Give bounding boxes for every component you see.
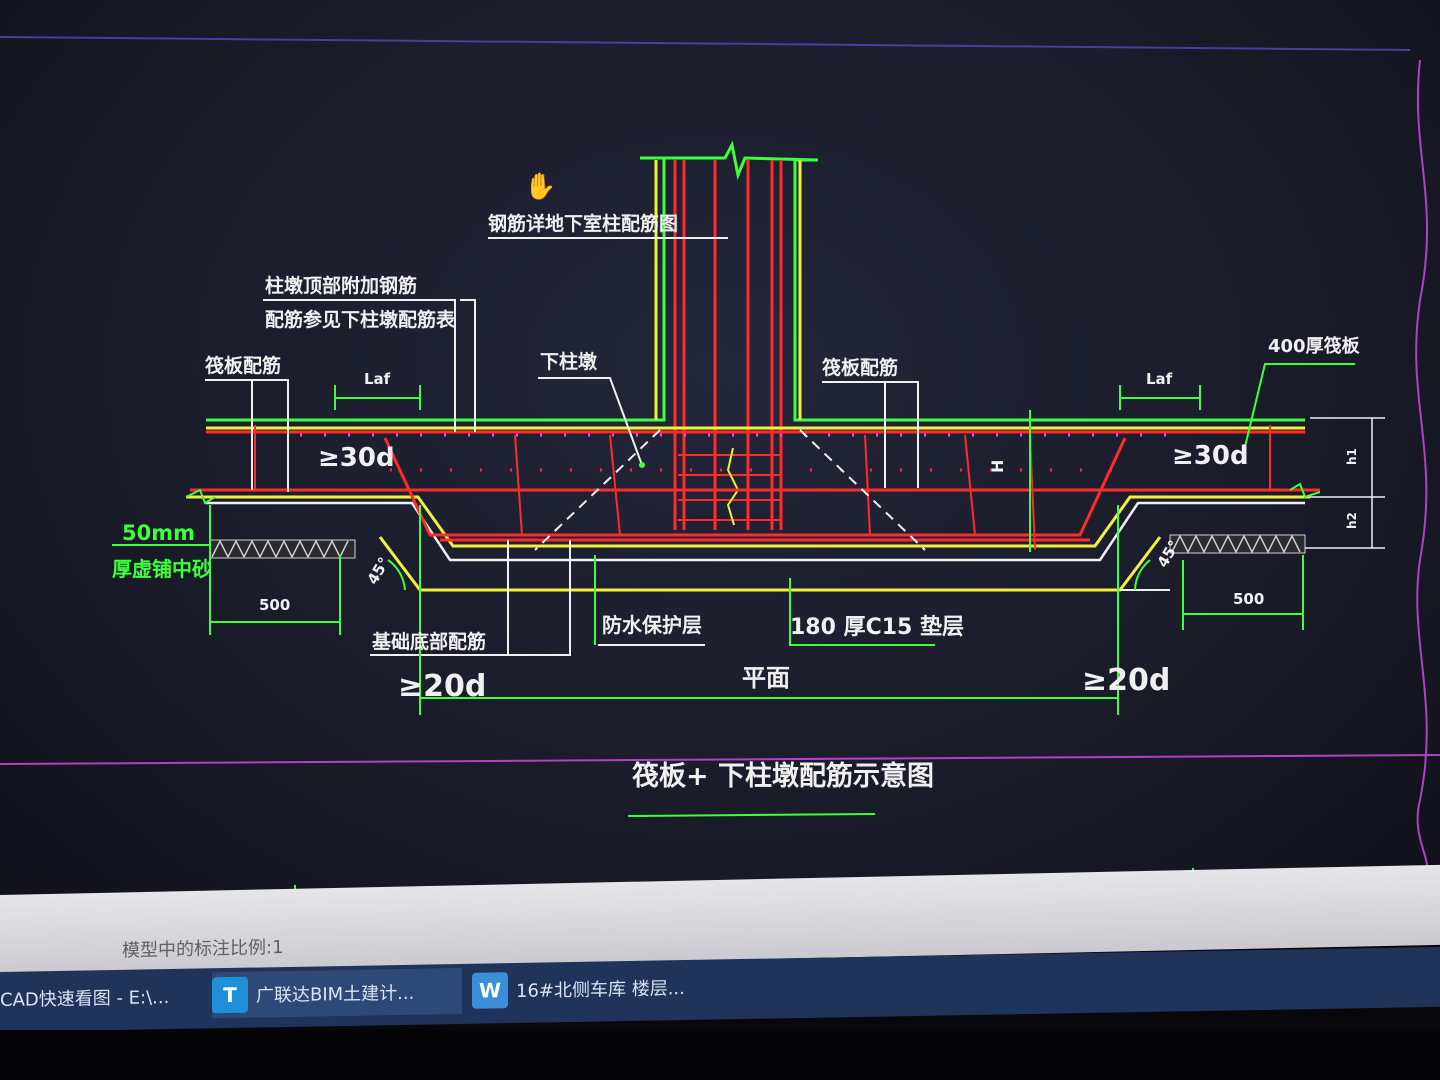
- pier-tie-1: [514, 434, 523, 536]
- label-raft-rebar-right: 筏板配筋: [822, 356, 898, 379]
- sand-hatch-right: [1169, 534, 1306, 554]
- label-cushion: 180 厚C15 垫层: [790, 614, 964, 640]
- taskbar-item-label: 广联达BIM土建计...: [256, 982, 415, 1007]
- label-20d-left: ≥20d: [398, 669, 486, 704]
- leader-raft-left: [205, 379, 289, 492]
- angle-arc-left: [387, 559, 406, 591]
- label-h2: h2: [1345, 512, 1359, 529]
- leader-raft-thickness: [1242, 363, 1355, 456]
- break-symbol-top: [664, 140, 819, 181]
- label-angle-left: 45°: [364, 554, 394, 588]
- label-raft-rebar-left: 筏板配筋: [205, 354, 281, 377]
- leader-dot-pier: [639, 462, 645, 468]
- cad-viewport[interactable]: ✋ 钢筋详地下室柱配筋图 柱墩顶部附加钢筋 配筋参见下柱墩配筋表 筏板配筋 筏板…: [0, 0, 1440, 920]
- sand-hatch-left-pattern: [211, 539, 349, 559]
- title-underline: [627, 813, 876, 817]
- glodon-app-icon: T: [212, 976, 248, 1014]
- drawing-canvas: ✋ 钢筋详地下室柱配筋图 柱墩顶部附加钢筋 配筋参见下柱墩配筋表 筏板配筋 筏板…: [0, 36, 1440, 920]
- hand-cursor-icon: ✋: [524, 171, 556, 202]
- dashed-45-right: [799, 429, 926, 551]
- label-column-ref: 钢筋详地下室柱配筋图: [488, 212, 678, 235]
- label-30d-right: ≥30d: [1172, 441, 1249, 471]
- label-h1: h1: [1345, 448, 1359, 465]
- taskbar-item-glodon-bim[interactable]: T 广联达BIM土建计...: [212, 967, 462, 1019]
- label-500-left: 500: [259, 596, 290, 614]
- break-left: [185, 488, 216, 505]
- pier-tie-3: [864, 434, 871, 536]
- break-right: [1289, 482, 1321, 499]
- label-lower-pier: 下柱墩: [540, 350, 598, 373]
- column-outline-left: [206, 156, 666, 422]
- frame-line-top: [0, 36, 1411, 51]
- raft-bottom-yellow: [186, 495, 1310, 548]
- command-line-text: 模型中的标注比例:1: [122, 937, 284, 962]
- label-extra-rebar-2: 配筋参见下柱墩配筋表: [265, 308, 456, 331]
- taskbar-item-cad-viewer[interactable]: CAD快速看图 - E:\...: [0, 973, 200, 1022]
- label-laf-left: Laf: [364, 370, 391, 388]
- label-laf-right: Laf: [1146, 370, 1173, 388]
- drawing-app-icon: W: [472, 972, 508, 1009]
- sand-hatch-right-pattern: [1171, 534, 1301, 554]
- leader-cushion: [789, 578, 935, 646]
- label-sand-2: 厚虚铺中砂: [112, 557, 212, 581]
- frame-line-bottom: [0, 754, 1440, 765]
- drawing-title: 筏板+ 下柱墩配筋示意图: [632, 760, 934, 792]
- taskbar-item-label: 16#北侧车库 楼层...: [516, 978, 685, 1002]
- label-plan: 平面: [742, 664, 790, 692]
- label-H: H: [988, 460, 1007, 473]
- raft-bottom-white: [206, 501, 1305, 562]
- break-symbol-column: [726, 447, 740, 526]
- label-30d-left: ≥30d: [318, 443, 395, 473]
- leader-extra-rebar-2: [460, 299, 476, 432]
- leader-extra-rebar-1: [263, 299, 456, 432]
- angle-arc-right: [1134, 559, 1151, 591]
- label-raft-thickness: 400厚筏板: [1268, 335, 1361, 357]
- label-20d-right: ≥20d: [1082, 663, 1170, 698]
- pier-tie-4: [964, 434, 976, 536]
- revision-cloud: [1415, 59, 1429, 881]
- pier-bottom-rebar: [383, 437, 1127, 537]
- dashed-45-left: [534, 429, 661, 551]
- label-extra-rebar-1: 柱墩顶部附加钢筋: [265, 274, 417, 297]
- label-waterproof: 防水保护层: [602, 613, 702, 637]
- pier-tie-2: [609, 434, 621, 536]
- taskbar-item-garage-drawing[interactable]: W 16#北侧车库 楼层...: [472, 963, 732, 1014]
- leader-pier: [538, 377, 643, 466]
- monitor-bezel: [0, 1030, 1440, 1080]
- taskbar-item-label: CAD快速看图 - E:\...: [0, 987, 170, 1011]
- label-sand-1: 50mm: [122, 521, 195, 545]
- leader-bottom-rebar: [370, 540, 571, 656]
- leader-raft-right: [822, 381, 919, 488]
- label-bottom-rebar: 基础底部配筋: [371, 630, 486, 653]
- label-500-right: 500: [1233, 590, 1264, 608]
- cushion-line: [378, 536, 1162, 592]
